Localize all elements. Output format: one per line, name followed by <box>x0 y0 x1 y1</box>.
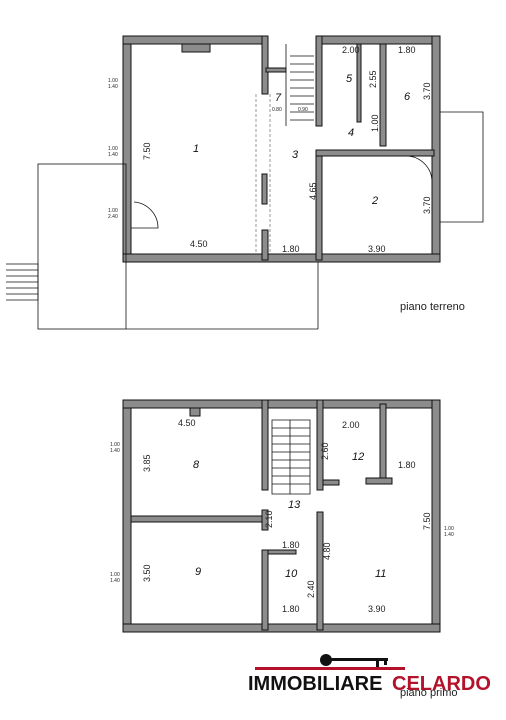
first-dim-1: 3.85 <box>142 454 152 472</box>
first-room-10: 10 <box>285 568 298 580</box>
logo-roof-bar <box>255 667 405 670</box>
ground-room-2: 2 <box>371 195 378 207</box>
ground-opening-3: 0.80 <box>272 107 282 113</box>
ground-dim-2: 1.80 <box>282 244 300 254</box>
first-floor-plan <box>122 399 441 633</box>
ground-wall-north-left <box>122 35 264 45</box>
first-wall-interior-6 <box>316 511 324 631</box>
ground-room-3: 3 <box>292 149 299 161</box>
ground-wall-interior-5 <box>315 155 323 261</box>
first-wall-interior-1 <box>261 399 269 491</box>
ground-wall-interior-2 <box>261 229 269 261</box>
first-dim-0: 4.50 <box>178 418 196 428</box>
first-wall-interior-8 <box>365 477 393 485</box>
ground-floor-plan <box>6 35 484 330</box>
first-dim-7: 2.00 <box>342 420 360 430</box>
first-dim-12: 3.90 <box>368 604 386 614</box>
ground-wall-interior-8 <box>261 173 268 205</box>
first-wall-interior-9 <box>322 479 340 486</box>
first-dim-4: 1.80 <box>282 540 300 550</box>
ground-entry-steps <box>6 263 39 301</box>
first-dim-6: 2.60 <box>320 442 330 460</box>
ground-wall-interior-7 <box>356 43 362 123</box>
ground-room-5: 5 <box>346 73 353 85</box>
ground-stair <box>285 44 314 126</box>
ground-dim-10: 1.00 <box>370 114 380 132</box>
ground-dim-7: 3.70 <box>422 82 432 100</box>
ground-dim-0: 7.50 <box>142 142 152 160</box>
logo-part-2: CELARDO <box>392 673 491 695</box>
first-room-11: 11 <box>375 568 386 580</box>
ground-dim-1: 4.50 <box>190 239 208 249</box>
ground-dim-5: 1.80 <box>398 45 416 55</box>
agency-logo: IMMOBILIARE CELARDO <box>248 654 491 695</box>
ground-terrace <box>37 163 127 330</box>
first-dim-8: 1.80 <box>398 460 416 470</box>
first-wall-interior-5 <box>316 399 324 491</box>
ground-dim-6: 2.55 <box>368 70 378 88</box>
ground-room-1: 1 <box>193 143 199 155</box>
first-wall-interior-7 <box>379 403 387 485</box>
ground-room-4: 4 <box>348 127 354 139</box>
first-dim-2: 3.50 <box>142 564 152 582</box>
first-room-8: 8 <box>193 459 200 471</box>
ground-door-swing-2 <box>404 155 433 183</box>
ground-dim-4: 2.00 <box>342 45 360 55</box>
ground-dim-3: 3.90 <box>368 244 386 254</box>
ground-wall-fireplace <box>181 43 211 53</box>
ground-wall-interior-4 <box>315 149 435 157</box>
ground-wall-stair <box>265 67 287 73</box>
ground-dim-9: 4.65 <box>308 182 318 200</box>
first-wall-chimney <box>189 407 201 417</box>
floor-label-ground: piano terreno <box>400 301 465 313</box>
ground-wall-east <box>431 35 441 263</box>
ground-porch-east <box>440 111 484 223</box>
first-wall-east <box>431 399 441 633</box>
first-dim-11: 2.40 <box>306 580 316 598</box>
first-room-13: 13 <box>288 499 301 511</box>
first-wall-interior-3 <box>261 509 269 531</box>
first-dim-5: 1.80 <box>282 604 300 614</box>
ground-terrace-edge <box>126 262 319 330</box>
first-wall-interior-10 <box>267 549 297 555</box>
logo-part-1: IMMOBILIARE <box>248 673 382 695</box>
first-wall-north <box>122 399 441 409</box>
ground-wall-south <box>122 253 441 263</box>
ground-wall-west <box>122 35 132 263</box>
first-wall-interior-4 <box>261 549 269 631</box>
first-wall-south <box>122 623 441 633</box>
ground-wall-interior-3 <box>315 35 323 127</box>
first-wall-interior-2 <box>130 515 266 523</box>
ground-room-6: 6 <box>404 91 411 103</box>
ground-door-swing <box>131 201 159 229</box>
first-stair <box>271 419 311 495</box>
key-icon <box>320 654 388 667</box>
first-room-9: 9 <box>195 566 201 578</box>
ground-wall-interior-6 <box>379 43 387 147</box>
ground-room-7: 7 <box>275 92 282 104</box>
ground-dashed-line <box>255 94 271 254</box>
first-room-12: 12 <box>352 451 364 463</box>
ground-dim-8: 3.70 <box>422 196 432 214</box>
first-wall-west <box>122 399 132 633</box>
first-dim-9: 7.50 <box>422 512 432 530</box>
first-dim-3: 2.10 <box>264 510 274 528</box>
floor-label-first: piano primo <box>400 687 457 699</box>
ground-opening-4: 0.90 <box>298 107 308 113</box>
first-dim-10: 4.80 <box>322 542 332 560</box>
ground-wall-north-right <box>317 35 441 45</box>
ground-wall-interior-1 <box>261 35 269 95</box>
